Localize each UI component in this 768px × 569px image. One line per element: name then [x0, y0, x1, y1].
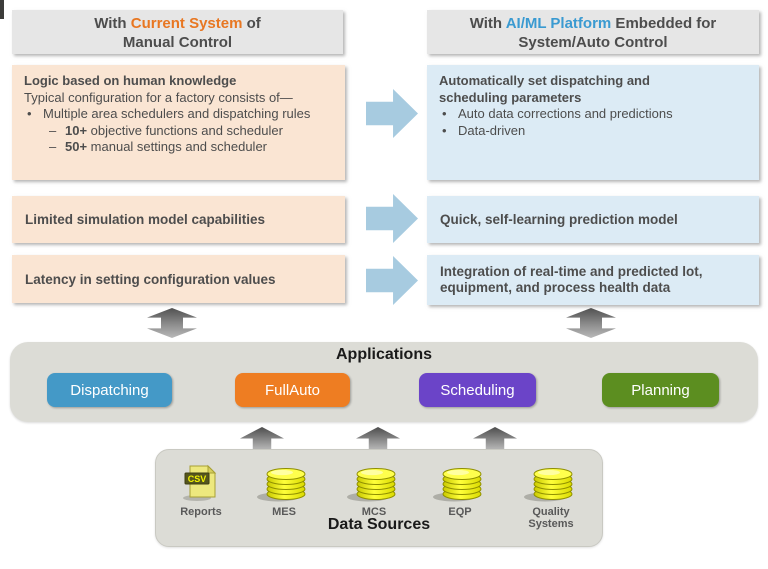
- box-limited-simulation: Limited simulation model capabilities: [12, 196, 345, 243]
- box-latency-configuration: Latency in setting configuration values: [12, 255, 345, 303]
- right-arrow-icon: [366, 89, 418, 138]
- slide-edge-artifact: [0, 0, 4, 19]
- right-arrow-icon: [366, 194, 418, 243]
- data-source-reports: CSV Reports: [156, 461, 246, 518]
- database-icon: [256, 468, 306, 502]
- bullet-glyph: •: [27, 106, 32, 121]
- database-icon: [432, 468, 482, 502]
- box-integration-health-data: Integration of real-time and predicted l…: [427, 255, 759, 305]
- data-source-label: Reports: [180, 506, 222, 518]
- box-title: Automatically set dispatching and schedu…: [439, 73, 650, 105]
- box-title: Logic based on human knowledge: [24, 73, 237, 88]
- chip-planning: Planning: [602, 373, 719, 407]
- right-arrow-icon: [366, 256, 418, 305]
- chip-dispatching: Dispatching: [47, 373, 172, 407]
- database-icon: [346, 468, 396, 502]
- csv-badge-text: CSV: [188, 474, 207, 484]
- csv-file-icon: CSV: [183, 464, 217, 501]
- chip-fullauto: FullAuto: [235, 373, 350, 407]
- box-logic-human-knowledge: Logic based on human knowledge Typical c…: [12, 65, 345, 180]
- header-line2: Manual Control: [122, 34, 233, 51]
- bullet-glyph: •: [442, 122, 447, 138]
- data-source-label: EQP: [448, 506, 472, 518]
- data-source-quality-systems: Quality Systems: [506, 461, 596, 530]
- header-current-system: With Current System of Manual Control: [12, 10, 343, 54]
- bullet-glyph: •: [442, 106, 447, 121]
- bullet-item: • Auto data corrections and predictions: [439, 106, 751, 123]
- box-auto-dispatching: Automatically set dispatching and schedu…: [427, 65, 759, 180]
- data-sources-title: Data Sources: [327, 516, 431, 533]
- highlight-aiml-platform: AI/ML Platform: [505, 15, 612, 32]
- header-text: With Current System of: [94, 15, 261, 32]
- applications-title: Applications: [335, 346, 432, 363]
- data-source-mes: MES: [239, 461, 329, 518]
- box-quick-prediction-model: Quick, self-learning prediction model: [427, 196, 759, 243]
- up-down-arrow-icon: [147, 308, 197, 338]
- up-arrow-icon: [473, 427, 517, 449]
- data-sources-panel: CSV Reports MES MCS EQP: [155, 449, 603, 547]
- box-line: Typical configuration for a factory cons…: [24, 89, 293, 105]
- header-text: With AI/ML Platform Embedded for: [469, 15, 717, 32]
- data-source-label: MES: [272, 506, 296, 518]
- header-aiml-platform: With AI/ML Platform Embedded for System/…: [427, 10, 759, 54]
- data-source-eqp: EQP: [415, 461, 505, 518]
- data-source-label: Quality Systems: [528, 506, 574, 530]
- database-icon: [523, 468, 573, 502]
- dash-glyph: –: [49, 139, 57, 154]
- sub-bullet-item: – 50+ manual settings and scheduler: [46, 139, 337, 156]
- up-arrow-icon: [240, 427, 284, 449]
- bullet-item: • Data-driven: [439, 123, 751, 140]
- up-down-arrow-icon: [566, 308, 616, 338]
- up-arrow-icon: [356, 427, 400, 449]
- data-source-mcs: MCS: [329, 461, 419, 518]
- bullet-item: • Multiple area schedulers and dispatchi…: [24, 106, 337, 123]
- data-source-label: MCS: [361, 506, 387, 518]
- dash-glyph: –: [49, 122, 57, 138]
- highlight-current-system: Current System: [130, 15, 243, 32]
- sub-bullet-item: – 10+ objective functions and scheduler: [46, 123, 337, 140]
- chip-scheduling: Scheduling: [419, 373, 536, 407]
- applications-panel: Applications Dispatching FullAuto Schedu…: [10, 342, 758, 422]
- header-line2: System/Auto Control: [518, 34, 668, 51]
